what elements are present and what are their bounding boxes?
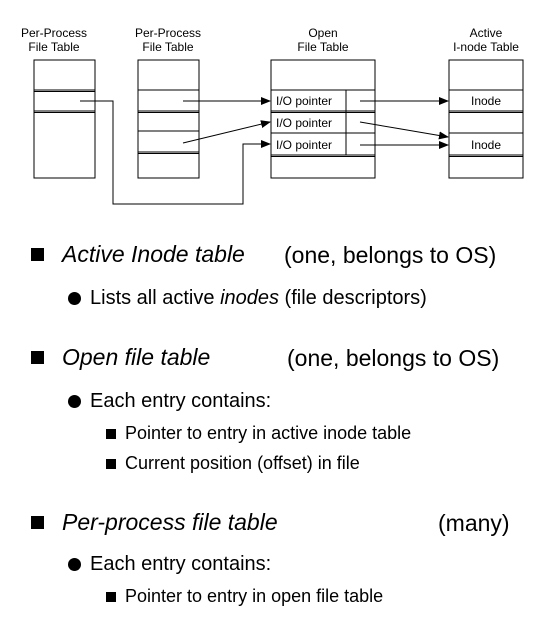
active-inode-sub-italic: inodes [220, 287, 279, 309]
file-table-diagram: Per-Process File Table Per-Process File … [21, 26, 524, 205]
bullet-open-file: Open file table [31, 344, 210, 371]
ait-table [448, 59, 524, 179]
open-file-item-2: Current position (offset) in file [106, 453, 360, 474]
ppft2-header-line1: Per-Process [135, 26, 201, 40]
ppft1-header-line2: File Table [28, 40, 79, 54]
ppft1-table [33, 59, 96, 179]
per-process-item-1: Pointer to entry in open file table [106, 586, 383, 607]
per-process-item-1-text: Pointer to entry in open file table [125, 586, 384, 606]
open-file-note: (one, belongs to OS) [287, 345, 500, 371]
small-square-bullet-icon [106, 458, 116, 469]
square-bullet-icon [31, 248, 44, 261]
bullet-open-file-sub: Each entry contains: [68, 390, 271, 413]
per-process-note: (many) [438, 510, 510, 536]
open-file-item-1: Pointer to entry in active inode table [106, 423, 411, 444]
small-square-bullet-icon [106, 428, 116, 439]
small-square-bullet-icon [106, 591, 116, 602]
inode-label-2: Inode [471, 138, 501, 152]
dot-bullet-icon [68, 558, 81, 571]
ait-header-line2: I-node Table [453, 40, 519, 54]
bullet-per-process-sub: Each entry contains: [68, 553, 271, 576]
open-file-sub: Each entry contains: [90, 390, 272, 412]
active-inode-note: (one, belongs to OS) [284, 242, 497, 268]
bullet-active-inode: Active Inode table [31, 241, 245, 268]
open-file-item-2-text: Current position (offset) in file [125, 453, 360, 473]
bullet-per-process: Per-process file table [31, 509, 278, 536]
open-file-item-1-text: Pointer to entry in active inode table [125, 423, 412, 443]
io-pointer-label-3: I/O pointer [276, 138, 332, 152]
io-pointer-label-1: I/O pointer [276, 94, 332, 108]
ppft1-header-line1: Per-Process [21, 26, 87, 40]
per-process-sub: Each entry contains: [90, 553, 272, 575]
ppft2-table [137, 59, 200, 179]
active-inode-sub-suffix: (file descriptors) [279, 287, 427, 309]
ppft2-header-line2: File Table [142, 40, 193, 54]
oft-table [270, 59, 376, 179]
dot-bullet-icon [68, 395, 81, 408]
ait-header-line1: Active [470, 26, 503, 40]
oft-header-line1: Open [308, 26, 337, 40]
square-bullet-icon [31, 516, 44, 529]
per-process-title: Per-process file table [62, 509, 278, 535]
io-pointer-label-2: I/O pointer [276, 116, 332, 130]
dot-bullet-icon [68, 292, 81, 305]
active-inode-title: Active Inode table [62, 241, 245, 267]
square-bullet-icon [31, 351, 44, 364]
bullet-active-inode-sub: Lists all active inodes (file descriptor… [68, 287, 427, 310]
arrow-io2-to-inode2 [359, 121, 449, 140]
arrow-ppft1-to-io3 [80, 100, 271, 205]
active-inode-sub-prefix: Lists all active [90, 287, 221, 309]
oft-header-line2: File Table [297, 40, 348, 54]
open-file-title: Open file table [62, 344, 211, 370]
inode-label-1: Inode [471, 94, 501, 108]
arrow-ppft2-to-io2 [182, 120, 271, 144]
